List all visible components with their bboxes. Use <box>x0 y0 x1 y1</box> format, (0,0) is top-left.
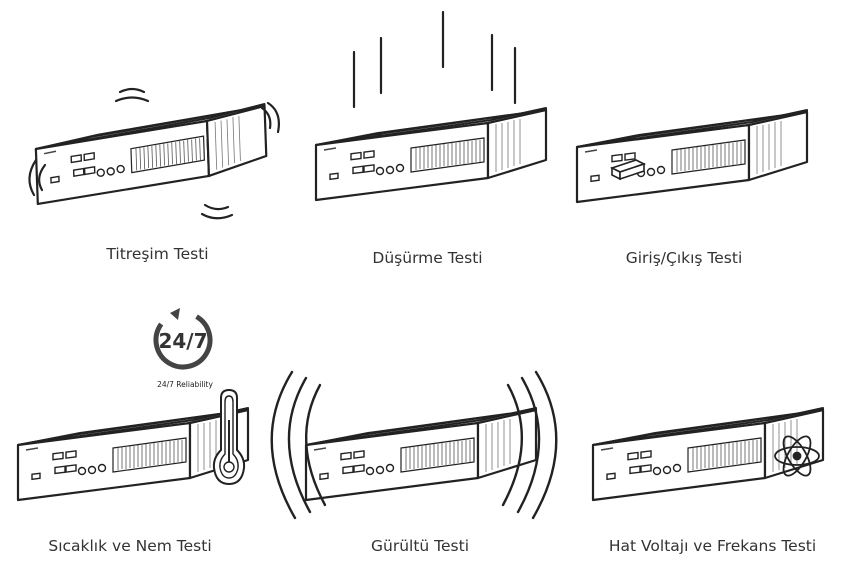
caption-temperature: Sıcaklık ve Nem Testi <box>48 537 212 555</box>
badge-number: 24/7 <box>158 329 207 353</box>
caption-io: Giriş/Çıkış Testi <box>625 249 743 267</box>
caption-noise: Gürültü Testi <box>371 537 469 555</box>
vibration-waves-icon <box>28 87 280 220</box>
sound-waves-icon <box>270 370 558 520</box>
caption-drop: Düşürme Testi <box>372 249 483 267</box>
device-io <box>575 108 809 204</box>
reliability-247-icon: 24/7 24/7 Reliability <box>153 308 213 389</box>
drop-lines-icon <box>352 10 517 109</box>
device-noise <box>304 406 538 502</box>
device-vibration <box>33 102 269 206</box>
caption-vibration: Titreşim Testi <box>106 245 209 263</box>
caption-voltage: Hat Voltajı ve Frekans Testi <box>608 537 817 555</box>
thermometer-icon <box>212 388 246 486</box>
usb-drive-icon <box>609 159 647 181</box>
atom-icon <box>774 435 820 477</box>
badge-text: 24/7 Reliability <box>157 380 213 389</box>
device-temperature <box>16 406 250 502</box>
device-drop <box>314 106 548 202</box>
